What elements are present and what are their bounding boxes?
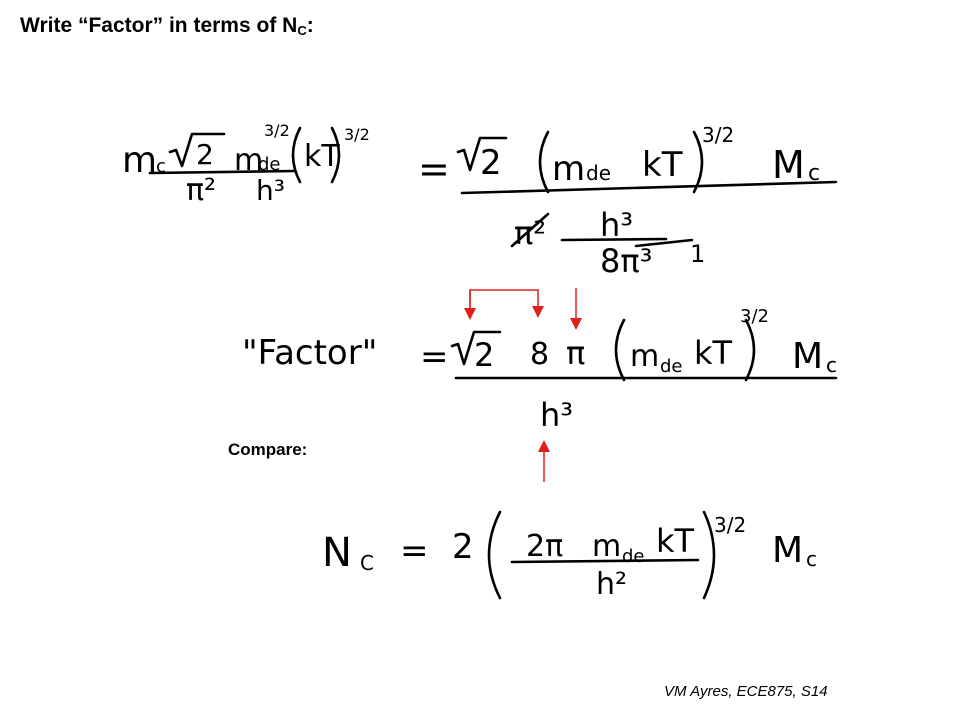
eq3-nc-expression: N C = 2 2π m de kT 3/2 h² M c <box>322 510 817 602</box>
eq2-sqrt-sign <box>450 330 502 366</box>
svg-text:3/2: 3/2 <box>740 306 769 327</box>
bracket-arrow <box>469 289 544 318</box>
eq1-rhs-paren-right <box>692 130 704 194</box>
svg-text:de: de <box>660 356 683 377</box>
svg-text:=: = <box>400 531 429 571</box>
svg-text:=: = <box>420 337 449 377</box>
svg-text:h³: h³ <box>540 396 573 434</box>
svg-text:M: M <box>792 336 823 377</box>
title-subscript: C <box>297 23 307 38</box>
svg-text:1: 1 <box>690 240 705 268</box>
eq1-rhs-fraction-bar <box>460 180 838 195</box>
eq1-lhs-fraction: m c 2 m de 3/2 kT 3/2 π² h³ <box>122 121 370 208</box>
svg-text:N: N <box>322 530 352 576</box>
footer-credit: VM Ayres, ECE875, S14 <box>664 683 828 700</box>
svg-text:h³: h³ <box>256 174 285 207</box>
svg-text:8: 8 <box>530 337 549 372</box>
svg-text:2: 2 <box>480 143 502 183</box>
svg-text:de: de <box>258 154 281 175</box>
eq1-rhs-sqrt-sign <box>456 136 508 172</box>
svg-text:kT: kT <box>642 145 683 185</box>
svg-text:kT: kT <box>656 522 695 560</box>
red-arrows <box>464 288 582 482</box>
eq1-cancel-stroke <box>510 212 550 248</box>
svg-text:C: C <box>360 551 374 575</box>
svg-text:m: m <box>122 140 157 181</box>
svg-text:de: de <box>622 546 645 567</box>
svg-text:2π: 2π <box>526 529 563 564</box>
eq3-paren-left <box>487 510 502 600</box>
compare-label: Compare: <box>228 440 308 459</box>
eq2-paren-left <box>614 318 626 382</box>
eq1-rhs-paren-left <box>538 130 550 194</box>
svg-text:"Factor": "Factor" <box>242 333 377 373</box>
svg-text:de: de <box>586 161 611 185</box>
svg-text:m: m <box>592 529 621 564</box>
slide-title: Write “Factor” in terms of NC: <box>20 14 314 38</box>
svg-text:2: 2 <box>452 527 474 567</box>
svg-text:kT: kT <box>304 139 340 174</box>
eq1-inner-fraction-bar <box>560 237 668 242</box>
svg-text:3/2: 3/2 <box>714 513 746 537</box>
eq3-paren-right <box>702 510 716 600</box>
svg-text:c: c <box>808 161 820 186</box>
svg-text:π: π <box>566 334 585 372</box>
svg-text:M: M <box>772 143 805 187</box>
svg-text:8π³: 8π³ <box>600 242 652 280</box>
svg-text:M: M <box>772 530 803 571</box>
svg-text:m: m <box>630 339 659 374</box>
svg-text:h³: h³ <box>600 206 633 244</box>
svg-text:3/2: 3/2 <box>702 123 734 147</box>
svg-text:π²: π² <box>186 173 216 208</box>
svg-text:c: c <box>156 156 166 177</box>
svg-text:kT: kT <box>694 334 733 372</box>
svg-text:3/2: 3/2 <box>344 125 370 144</box>
svg-text:h²: h² <box>596 567 627 602</box>
svg-text:c: c <box>806 547 817 571</box>
eq2-factor-fraction: "Factor" = 2 8 π m de kT 3/2 M c h³ <box>242 306 838 434</box>
svg-text:m: m <box>552 149 585 189</box>
eq2-paren-right <box>744 318 756 382</box>
eq1-lhs-paren-right <box>330 126 341 184</box>
svg-text:2: 2 <box>474 336 494 374</box>
eq1-lhs-paren-left <box>291 126 302 184</box>
eq3-fraction-bar <box>510 558 700 564</box>
eq1-lhs-sqrt-sign <box>168 132 226 168</box>
eq1-cancel-stroke-2 <box>634 238 694 248</box>
eq1-rhs-fraction: = 2 m de kT 3/2 M c π² h³ 8π³ 1 <box>418 123 838 280</box>
svg-text:3/2: 3/2 <box>264 121 290 140</box>
svg-text:=: = <box>418 147 450 191</box>
svg-text:c: c <box>826 353 837 377</box>
svg-text:2: 2 <box>196 138 214 171</box>
eq1-lhs-fraction-bar <box>148 169 297 175</box>
